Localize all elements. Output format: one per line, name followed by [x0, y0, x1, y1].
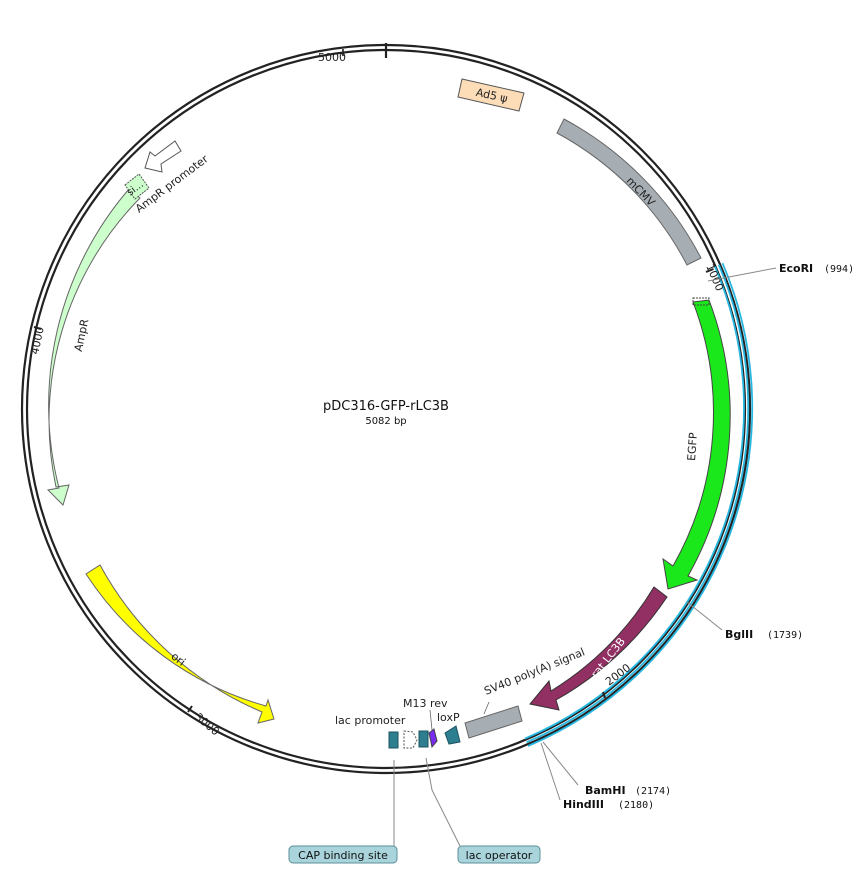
- feature-egfp[interactable]: EGFP: [662, 297, 731, 590]
- site-bglii[interactable]: BglII (1739): [686, 601, 803, 641]
- hindiii-name: HindIII: [563, 798, 604, 811]
- bglii-name: BglII: [725, 628, 753, 641]
- egfp-label: EGFP: [685, 432, 700, 462]
- feature-m13-rev[interactable]: M13 rev: [403, 697, 448, 749]
- bglii-position: (1739): [767, 630, 803, 641]
- hindiii-leader: [540, 742, 561, 801]
- feature-ad5-psi[interactable]: Ad5 ψ: [457, 78, 525, 112]
- insert-arc-inner: [524, 266, 745, 740]
- tick-label-4000: 4000: [28, 326, 47, 356]
- lac-promoter-label: lac promoter: [335, 714, 406, 727]
- ecori-leader: [707, 267, 777, 282]
- lac-operator-callout-label: lac operator: [466, 849, 533, 862]
- egfp-arrow[interactable]: [662, 299, 731, 590]
- m13-rev-shape[interactable]: [428, 728, 438, 749]
- insert-arc-outer: [527, 262, 754, 747]
- m13-rev-label: M13 rev: [403, 697, 448, 710]
- tick-2000: [602, 691, 606, 699]
- bamhi-leader: [542, 741, 579, 786]
- loxp-label: loxP: [437, 711, 460, 724]
- callout-lac-operator[interactable]: lac operator: [425, 757, 541, 864]
- callout-cap-binding-site[interactable]: CAP binding site: [288, 760, 398, 864]
- tick-1000: [705, 268, 714, 273]
- insert-arc-mid: [526, 264, 750, 744]
- plasmid-name: pDC316-GFP-rLC3B: [323, 399, 449, 414]
- feature-ampr[interactable]: AmpR: [46, 188, 141, 506]
- feature-signal-seq[interactable]: si...: [124, 173, 150, 200]
- cap-callout-box[interactable]: [288, 845, 398, 864]
- tick-label-1000: 1000: [703, 262, 726, 293]
- tick-3000: [187, 705, 193, 713]
- hindiii-position: (2180): [618, 800, 654, 811]
- feature-ampr-promoter[interactable]: AmpR promoter: [133, 140, 211, 215]
- cap-site-shape[interactable]: [388, 731, 399, 749]
- signal-seq-shape[interactable]: [124, 173, 150, 200]
- lac-operator-shape[interactable]: [418, 730, 429, 748]
- cap-callout-label: CAP binding site: [298, 849, 388, 862]
- scale-ticks: 5000 1000 2000 3000 4000: [28, 43, 726, 738]
- site-ecori[interactable]: EcoRI (994): [707, 262, 854, 282]
- egfp-start-marker: [692, 297, 710, 306]
- lac-operator-callout-leader: [425, 757, 461, 847]
- ampr-arrow[interactable]: [46, 188, 141, 506]
- ori-arrow[interactable]: [85, 564, 275, 724]
- ecori-position: (994): [824, 264, 854, 275]
- feature-cap-site[interactable]: [388, 731, 399, 749]
- site-bamhi[interactable]: BamHI (2174): [542, 741, 671, 797]
- bamhi-name: BamHI: [585, 784, 626, 797]
- feature-loxp[interactable]: loxP: [437, 711, 461, 745]
- tick-label-5000: 5000: [318, 51, 346, 64]
- feature-rat-lc3b[interactable]: rat LC3B: [529, 586, 668, 711]
- lac-promoter-shape[interactable]: [403, 730, 418, 749]
- feature-lac-promoter[interactable]: lac promoter: [335, 714, 418, 749]
- sv40-shape[interactable]: [464, 705, 523, 739]
- sv40-leader: [483, 701, 490, 715]
- ad5-psi-shape[interactable]: [457, 78, 525, 112]
- loxp-shape[interactable]: [444, 725, 461, 745]
- plasmid-length: 5082 bp: [365, 416, 406, 427]
- m13-rev-leader: [429, 709, 433, 731]
- feature-lac-operator-box[interactable]: [418, 730, 429, 748]
- bamhi-position: (2174): [635, 786, 671, 797]
- tick-4000: [33, 326, 42, 330]
- rat-lc3b-arrow[interactable]: [529, 586, 668, 711]
- site-hindiii[interactable]: HindIII (2180): [540, 742, 654, 811]
- ampr-label: AmpR: [72, 318, 92, 353]
- bglii-leader: [686, 601, 723, 631]
- insert-region: [524, 262, 754, 747]
- tick-label-3000: 3000: [192, 710, 222, 738]
- ampr-promoter-shape[interactable]: [144, 140, 182, 173]
- lac-operator-callout-box[interactable]: [457, 845, 541, 864]
- ecori-name: EcoRI: [779, 262, 813, 275]
- mcmv-shape[interactable]: [556, 118, 702, 266]
